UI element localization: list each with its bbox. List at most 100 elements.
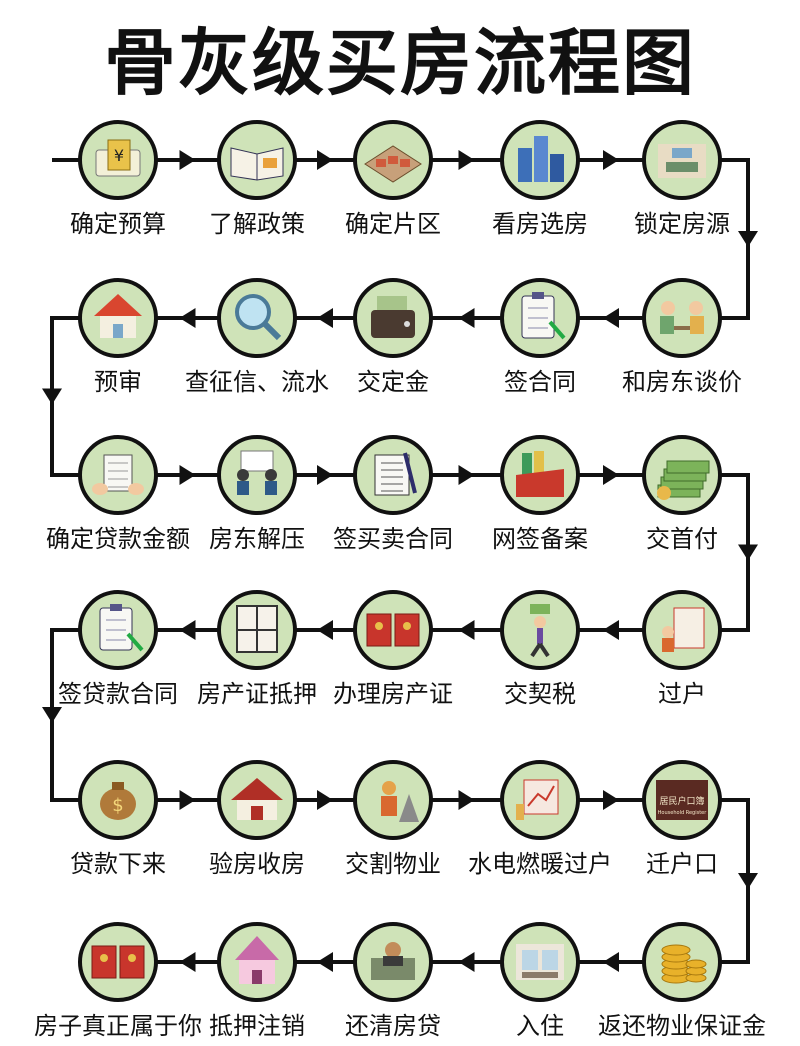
meeting-icon [237,450,277,495]
chart-board-icon [516,779,559,820]
step-node: 水电燃暖过户 [468,760,612,878]
flow-arrow [458,465,475,485]
money-bag-icon: $ [100,782,136,820]
step-nodes: ¥确定预算了解政策确定片区看房选房锁定房源和房东谈价签合同交定金查征信、流水预审… [34,120,766,1040]
living-room-icon [658,144,706,178]
paper-hands-icon [92,454,144,495]
flow-arrow [458,308,475,328]
step-node: 签贷款合同 [58,590,178,708]
step-label: 交首付 [646,525,718,553]
worker-icon [381,781,419,822]
flow-arrow [317,465,333,485]
step-circle [642,278,722,358]
step-node: 网签备案 [492,435,588,553]
step-label: 还清房贷 [345,1012,441,1040]
svg-text:¥: ¥ [114,146,124,165]
step-node: 抵押注销 [209,922,305,1040]
svg-text:$: $ [112,795,123,816]
step-node: 验房收房 [209,760,305,878]
step-label: 签贷款合同 [58,680,178,708]
step-label: 交契税 [504,680,576,708]
buildings-icon [518,136,564,182]
down-arrow [42,707,62,723]
flow-arrow [317,952,333,972]
magnifier-icon [235,294,282,341]
step-label: 看房选房 [492,210,588,238]
step-node: 房子真正属于你 [34,922,202,1040]
step-label: 和房东谈价 [622,368,742,396]
open-book-icon [230,147,284,181]
down-arrow [738,231,758,247]
clipboard-sign-icon [99,604,144,652]
cash-stack-icon [657,460,710,500]
flow-arrow [317,790,333,810]
flow-arrow [179,308,196,328]
step-label: 确定预算 [70,210,166,238]
step-label: 办理房产证 [333,680,453,708]
step-node: 确定片区 [345,120,441,238]
flow-arrow [179,952,196,972]
step-node: 了解政策 [209,120,305,238]
step-node: 签买卖合同 [333,435,453,553]
step-label: 入住 [516,1012,564,1040]
step-label: 房产证抵押 [197,680,317,708]
step-node: 房产证抵押 [197,590,317,708]
step-node: $ 贷款下来 [70,760,166,878]
step-label: 交割物业 [345,850,441,878]
flow-arrow [458,952,475,972]
flow-arrow [603,620,619,640]
flow-arrow [179,465,196,485]
clipboard-sign-icon [521,292,566,340]
step-node: 签合同 [500,278,580,396]
window-safe-icon [236,605,278,653]
flow-arrow [317,308,333,328]
step-circle [353,590,433,670]
red-house-icon [231,778,283,820]
step-node: 入住 [500,922,580,1040]
step-node: 还清房贷 [345,922,441,1040]
step-label: 查征信、流水 [185,368,329,396]
flow-arrow [179,790,196,810]
hand-cash-icon [371,942,415,980]
step-node: 看房选房 [492,120,588,238]
step-node: 办理房产证 [333,590,453,708]
step-label: 验房收房 [209,850,305,878]
step-label: 签合同 [504,368,576,396]
negotiation-icon [660,301,704,334]
step-label: 房东解压 [209,525,305,553]
step-node: 锁定房源 [634,120,730,238]
page-title: 骨灰级买房流程图 [103,21,696,105]
step-node: 过户 [642,590,722,708]
down-arrow [42,388,62,405]
step-label: 贷款下来 [70,850,166,878]
flow-arrow [603,952,619,972]
pink-house-icon [235,936,279,984]
money-bundle-icon: ¥ [95,139,141,177]
step-label: 确定片区 [345,210,441,238]
file-box-icon [516,451,564,497]
person-money-icon [530,604,550,658]
flow-arrow [179,150,196,170]
step-label: 迁户口 [646,850,718,878]
house-icon [94,294,142,338]
step-node: 房东解压 [209,435,305,553]
step-node: 交契税 [500,590,580,708]
flow-arrow [317,150,333,170]
step-label: 返还物业保证金 [598,1012,766,1040]
flow-arrow [458,790,475,810]
household-sign-en: Household Register [658,810,708,816]
red-books-icon [91,945,145,979]
down-arrow [738,544,758,561]
step-node: 查征信、流水 [185,278,329,396]
step-label: 网签备案 [492,525,588,553]
step-circle [217,435,297,515]
step-node: 交割物业 [345,760,441,878]
step-node: 和房东谈价 [622,278,742,396]
step-node: ¥ 确定预算 [70,120,166,238]
flow-arrow [603,465,619,485]
step-circle [78,922,158,1002]
flow-arrow [458,150,475,170]
step-node: 交首付 [642,435,722,553]
